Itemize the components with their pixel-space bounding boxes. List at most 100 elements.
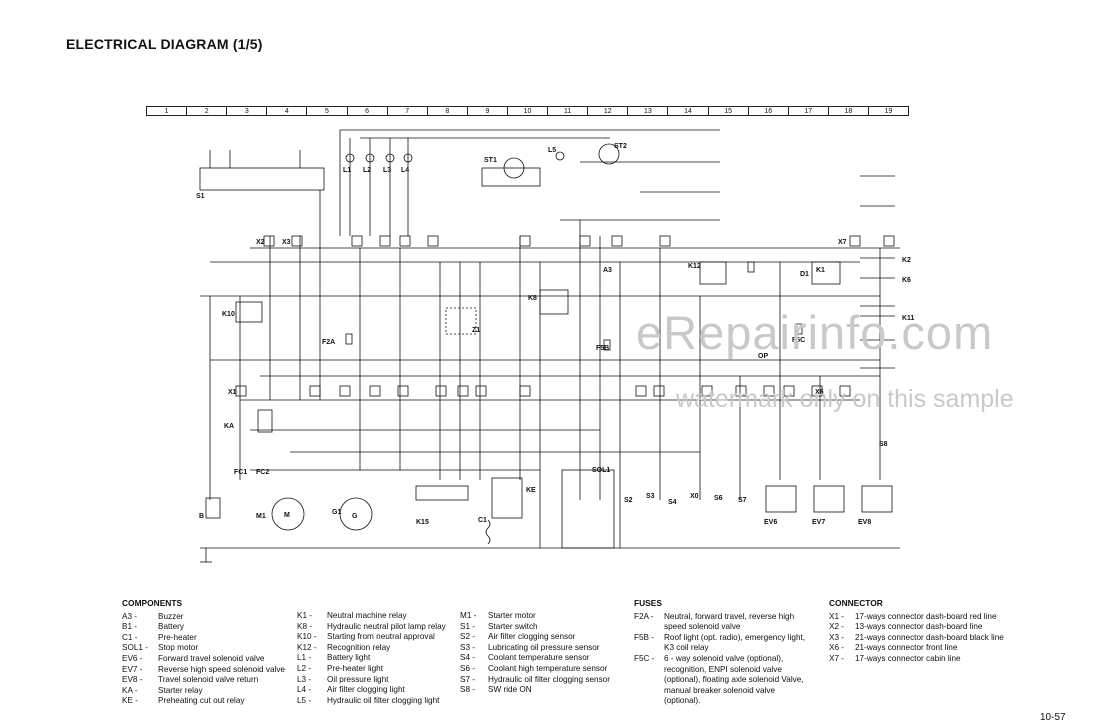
legend-item: B1 - Battery <box>122 622 292 633</box>
legend-item-description: Air filter clogging light <box>327 685 405 695</box>
legend-item-description: Pre-heater <box>158 632 197 642</box>
grid-cell: 7 <box>388 107 428 115</box>
watermark-sub: watermark only on this sample <box>676 385 1014 413</box>
legend-item-description: Hydraulic neutral pilot lamp relay <box>327 621 446 631</box>
legend-item: X1 -17-ways connector dash-board red lin… <box>829 612 1009 623</box>
legend-item-description: Air filter clogging sensor <box>488 632 576 642</box>
label-k11: K11 <box>902 315 915 322</box>
legend-item: EV6 -Forward travel solenoid valve <box>122 654 292 665</box>
legend-item: M1 -Starter motor <box>460 611 630 622</box>
legend-item: KE -Preheating cut out relay <box>122 696 292 707</box>
label-fc1: FC1 <box>234 469 247 476</box>
label-s1: S1 <box>196 193 205 200</box>
label-x3: X3 <box>282 239 291 246</box>
label-s2: S2 <box>624 497 633 504</box>
legend-item-description: Coolant temperature sensor <box>488 653 590 663</box>
legend-item-code: F2A - <box>634 611 654 621</box>
label-sol1: SOL1 <box>592 467 610 474</box>
legend-item-code: L3 - <box>297 674 312 684</box>
legend-item-description: Pre-heater light <box>327 663 383 673</box>
legend-item-code: B1 - <box>122 622 138 632</box>
legend-item-code: C1 - <box>122 632 138 642</box>
label-ev7: EV7 <box>812 519 825 526</box>
label-op: OP <box>758 353 768 360</box>
legend-item-code: F5C - <box>634 653 655 663</box>
legend-item-code: M1 - <box>460 611 477 620</box>
legend-item-code: K10 - <box>297 632 317 642</box>
grid-cell: 11 <box>548 107 589 115</box>
legend-item-description: Hydraulic oil filter clogging sensor <box>488 674 610 684</box>
legend-item: S6 -Coolant high temperature sensor <box>460 664 630 675</box>
legend-item-code: L2 - <box>297 663 312 673</box>
legend-item-description: Coolant high temperature sensor <box>488 663 608 673</box>
legend-item: F5B -Roof light (opt. radio), emergency … <box>634 633 812 654</box>
legend-item: SOL1 -Stop motor <box>122 643 292 654</box>
legend-item-description: Recognition relay <box>327 642 391 652</box>
label-l1: L1 <box>343 167 351 174</box>
label-s6: S6 <box>714 495 723 502</box>
legend-item-description: 21-ways connector front line <box>855 643 958 653</box>
legend-item-description: 21-ways connector dash-board black line <box>855 632 1004 642</box>
label-a3: A3 <box>603 267 612 274</box>
grid-cell: 19 <box>884 108 893 115</box>
label-f2a: F2A <box>322 339 335 346</box>
page-title: ELECTRICAL DIAGRAM (1/5) <box>66 36 263 52</box>
legend-item-code: K1 - <box>297 611 313 620</box>
legend-item-code: KA - <box>122 685 138 695</box>
connector-heading: CONNECTOR <box>829 598 883 608</box>
legend-item-code: K8 - <box>297 621 313 631</box>
label-x2: X2 <box>256 239 265 246</box>
legend-item-code: X1 - <box>829 611 845 621</box>
legend-item-code: S7 - <box>460 674 476 684</box>
legend-item-code: K12 - <box>297 642 317 652</box>
label-g-symbol: G <box>352 513 358 520</box>
label-m1: M1 <box>256 513 266 520</box>
legend-item-description: Battery <box>158 622 184 632</box>
label-k15: K15 <box>416 519 429 526</box>
grid-cell: 3 <box>227 107 268 115</box>
legend-item-code: L5 - <box>297 695 312 705</box>
label-k12: K12 <box>688 263 701 270</box>
legend-item: K12 - Recognition relay <box>297 643 457 654</box>
legend-item: C1 - Pre-heater <box>122 633 292 644</box>
legend-item-code: S4 - <box>460 653 476 663</box>
label-b: B <box>199 513 204 520</box>
legend-item: L4 -Air filter clogging light <box>297 685 457 696</box>
label-k6: K6 <box>902 277 911 284</box>
wiring-diagram: S1 K10 KA K8 K12 K1 Z1 A3 ST1 ST2 L5 L1 … <box>196 129 915 563</box>
label-fc2: FC2 <box>256 469 269 476</box>
grid-cell: 9 <box>468 107 508 115</box>
legend-item-description: Lubricating oil pressure sensor <box>488 642 600 652</box>
legend-item-code: S2 - <box>460 632 476 642</box>
grid-cell: 8 <box>428 107 468 115</box>
fuses-legend: FUSES F2A -Neutral, forward travel, reve… <box>634 598 812 707</box>
legend-item: S3 -Lubricating oil pressure sensor <box>460 643 630 654</box>
grid-cell: 10 <box>508 107 549 115</box>
label-d1: D1 <box>800 271 809 278</box>
label-l4: L4 <box>401 167 409 174</box>
label-l5: L5 <box>548 147 556 154</box>
legend-item-description: Starter switch <box>488 621 538 631</box>
legend-item: EV8 -Travel solenoid valve return <box>122 675 292 686</box>
legend-item-code: X7 - <box>829 653 845 663</box>
legend-item: S4 - Coolant temperature sensor <box>460 653 630 664</box>
legend-item-code: SOL1 - <box>122 643 148 653</box>
legend-item: F2A -Neutral, forward travel, reverse hi… <box>634 612 812 633</box>
label-l3: L3 <box>383 167 391 174</box>
components-heading: COMPONENTS <box>122 598 183 608</box>
label-s8: S8 <box>879 441 888 448</box>
legend-item-description: Roof light (opt. radio), emergency light… <box>664 632 806 653</box>
page-number: 10-57 <box>1040 712 1066 723</box>
grid-cell: 15 <box>709 107 749 115</box>
label-m-symbol: M <box>284 512 290 519</box>
legend-item-description: Forward travel solenoid valve <box>158 653 265 663</box>
label-l2: L2 <box>363 167 371 174</box>
legend-item-description: Battery light <box>327 653 371 663</box>
label-k10: K10 <box>222 311 235 318</box>
label-x1: X1 <box>228 389 237 396</box>
label-ev6: EV6 <box>764 519 777 526</box>
